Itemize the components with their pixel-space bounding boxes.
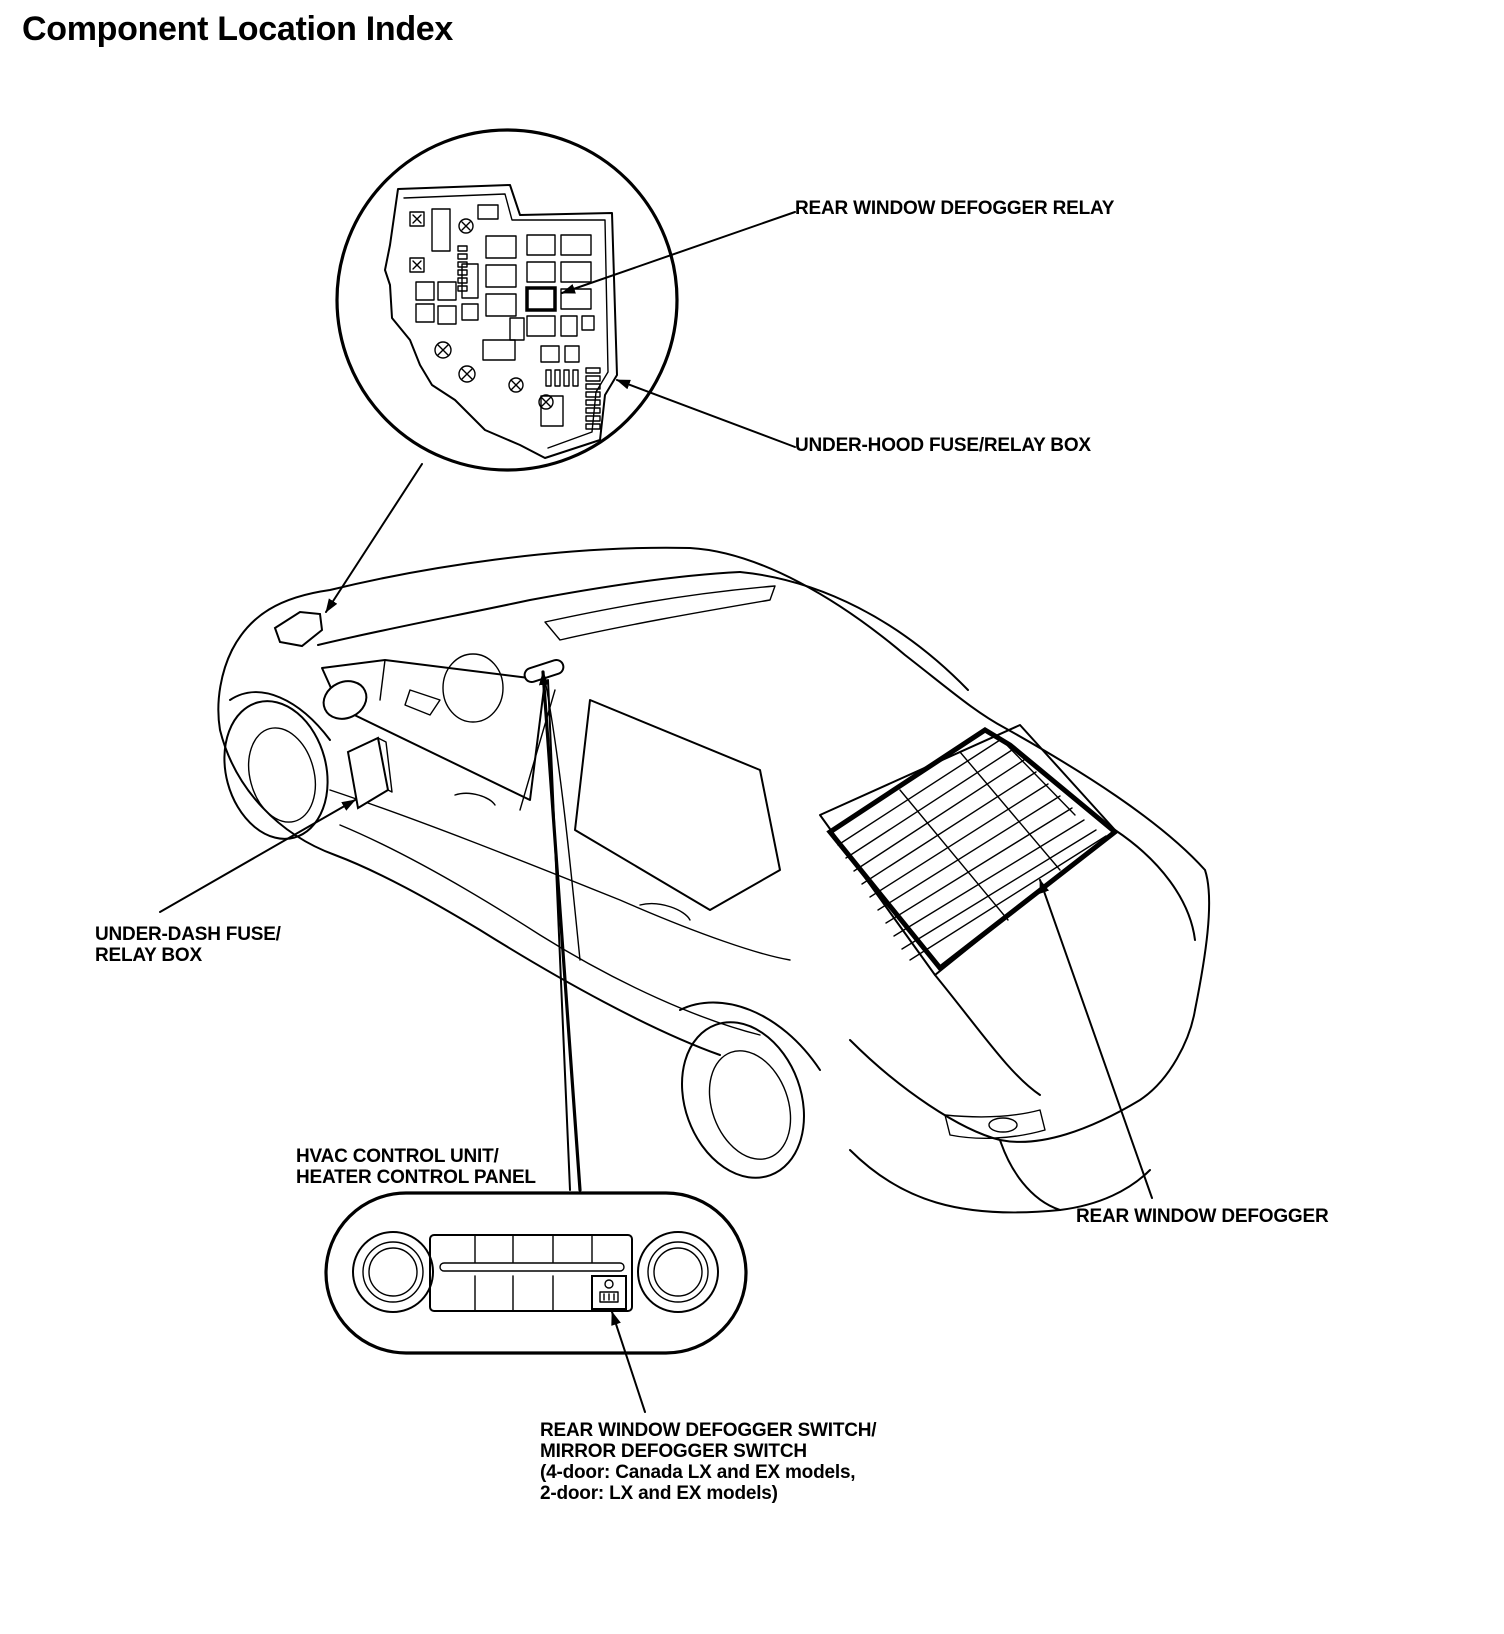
car-illustration xyxy=(217,546,1211,1214)
hvac-control-panel xyxy=(324,1191,748,1355)
page-title: Component Location Index xyxy=(22,10,454,48)
rear-window-defogger-relay-highlight xyxy=(525,286,557,312)
label-under-dash-fuse-relay-box: UNDER-DASH FUSE/ RELAY BOX xyxy=(95,924,281,966)
rear-window-defogger-grid xyxy=(826,727,1119,972)
label-rear-window-defogger: REAR WINDOW DEFOGGER xyxy=(1076,1206,1329,1227)
underhood-fuse-box-detail-circle xyxy=(335,128,679,472)
label-under-hood-fuse-relay-box: UNDER-HOOD FUSE/RELAY BOX xyxy=(795,435,1091,456)
label-hvac-control-unit: HVAC CONTROL UNIT/ HEATER CONTROL PANEL xyxy=(296,1146,536,1188)
label-defogger-switch: REAR WINDOW DEFOGGER SWITCH/ MIRROR DEFO… xyxy=(540,1420,877,1504)
label-rear-window-defogger-relay: REAR WINDOW DEFOGGER RELAY xyxy=(795,198,1115,219)
